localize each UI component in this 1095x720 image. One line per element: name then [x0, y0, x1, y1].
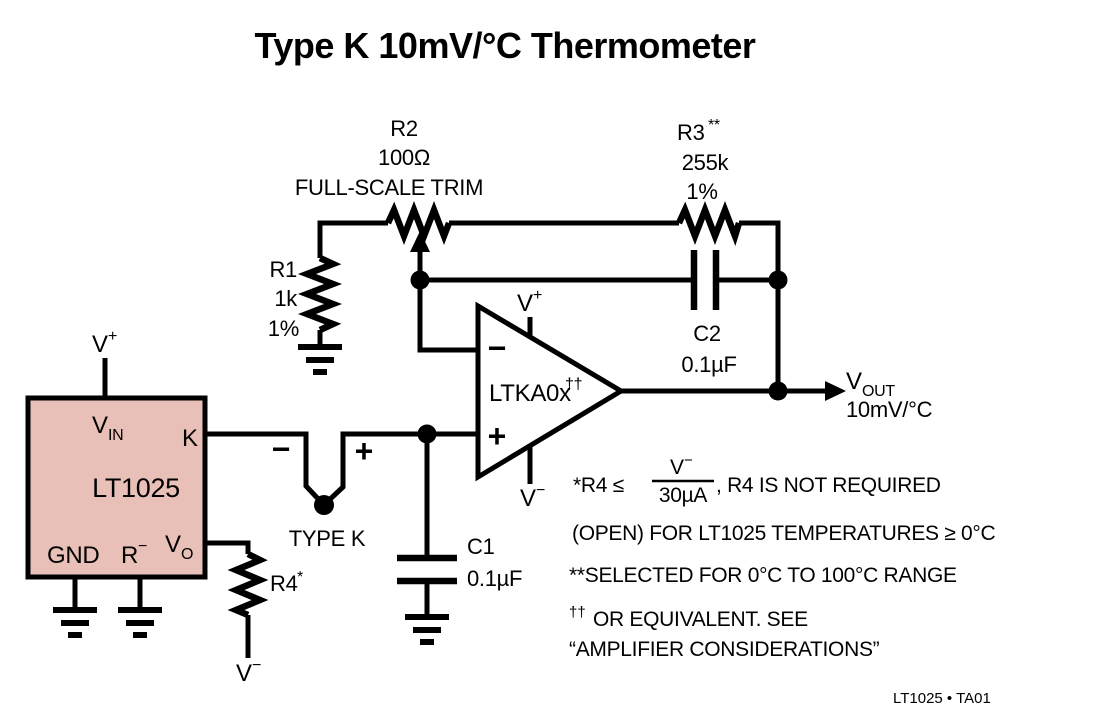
resistor-r1: R1 1k 1% [268, 255, 343, 375]
ic-lt1025: V + V IN K LT1025 GND R − V O [25, 328, 208, 638]
label-r4-ref: R4 [270, 571, 298, 596]
note-1-frac-den: 30µA [659, 484, 708, 507]
capacitor-c2: C2 0.1µF [681, 250, 788, 377]
diagram-title: Type K 10mV/°C Thermometer [255, 25, 756, 66]
label-ic-supply: V [92, 331, 108, 358]
label-r2-desc: FULL-SCALE TRIM [295, 175, 483, 200]
resistor-zigzag [297, 255, 343, 333]
label-ic-pin-vin: V [92, 412, 108, 439]
label-r1-tol: 1% [268, 316, 299, 341]
thermocouple-plus-sign: + [355, 433, 374, 469]
label-opamp-vplus: V [517, 290, 533, 317]
label-opamp-part: LTKA0x [489, 380, 571, 407]
ground-icon [118, 607, 162, 638]
label-ic-pin-vin-sub: IN [108, 427, 123, 444]
label-r4-mark: * [297, 569, 303, 586]
wire-segment [417, 280, 478, 353]
label-opamp-vplus-sup: + [533, 287, 542, 304]
label-vout-sub: OUT [862, 383, 895, 400]
wire-segment [205, 540, 251, 554]
wire-segment [739, 220, 781, 391]
label-r3-mark: ** [708, 117, 720, 134]
label-thermocouple: TYPE K [289, 526, 366, 551]
label-r3-tol: 1% [686, 179, 717, 204]
note-3: **SELECTED FOR 0°C TO 100°C RANGE [569, 564, 957, 587]
label-ic-part: LT1025 [92, 473, 180, 503]
label-opamp-vminus-sup: − [536, 482, 545, 499]
note-4: OR EQUIVALENT. SEE [593, 608, 808, 631]
thermocouple-type-k: − + TYPE K [205, 424, 478, 551]
thermocouple-minus-sign: − [272, 431, 291, 467]
capacitor-c1: C1 0.1µF [397, 434, 523, 645]
opamp-plus-input-sign: + [488, 418, 507, 454]
label-r2-ref: R2 [390, 116, 418, 141]
label-r3-value: 255k [682, 150, 730, 175]
note-4-mark: †† [569, 604, 586, 621]
ground-icon [405, 614, 449, 645]
output-node: V OUT 10mV/°C [621, 368, 933, 422]
label-c2-value: 0.1µF [681, 352, 736, 377]
resistor-r3: R3 ** 255k 1% [676, 117, 743, 246]
opamp-minus-input-sign: − [488, 330, 507, 366]
label-ic-pin-rminus-sup: − [138, 538, 147, 555]
label-r1-ref: R1 [269, 257, 297, 282]
label-ic-pin-gnd: GND [47, 542, 99, 569]
label-ic-pin-vo: V [165, 531, 181, 558]
label-vout-scale: 10mV/°C [846, 397, 933, 422]
junction-dot [410, 270, 430, 290]
note-1-pre: *R4 ≤ [573, 474, 624, 497]
wire-segment [205, 431, 324, 505]
capacitor-plates [690, 250, 720, 310]
wiper-arrow-icon [410, 231, 430, 252]
ground-icon [53, 607, 97, 638]
junction-dot [768, 381, 788, 401]
label-ic-supply-sup: + [108, 328, 117, 345]
note-1-frac-num: V [670, 456, 684, 479]
label-r3-ref: R3 [677, 120, 705, 145]
wire-wiper-node [410, 270, 691, 353]
junction-dot [768, 270, 788, 290]
label-r4-rail-sup: − [252, 657, 261, 674]
ground-icon [298, 344, 342, 375]
note-2: (OPEN) FOR LT1025 TEMPERATURES ≥ 0°C [572, 522, 996, 545]
label-c1-ref: C1 [467, 534, 495, 559]
label-opamp-vminus: V [520, 485, 536, 512]
label-c1-value: 0.1µF [467, 566, 522, 591]
label-ic-pin-k: K [182, 425, 198, 452]
label-vout: V [846, 368, 862, 395]
label-ic-pin-rminus: R [121, 542, 138, 569]
thermocouple-junction-dot [314, 495, 334, 515]
resistor-zigzag [227, 551, 269, 618]
resistor-r2-trimpot: R2 100Ω FULL-SCALE TRIM [295, 116, 483, 280]
label-opamp-part-mark: †† [565, 376, 582, 393]
opamp-ltka0x: − + LTKA0x †† V + V − [475, 287, 626, 512]
wire-feedback-top [317, 220, 781, 391]
opamp-triangle-icon [475, 301, 626, 482]
wire-segment [317, 220, 388, 258]
resistor-zigzag [676, 200, 743, 246]
wire-segment [324, 431, 478, 505]
figure-reference: LT1025 • TA01 [893, 690, 991, 707]
label-r1-value: 1k [274, 286, 298, 311]
note-1-post: , R4 IS NOT REQUIRED [716, 474, 941, 497]
note-1-frac-num-sup: − [684, 452, 693, 469]
capacitor-plates [397, 554, 457, 585]
resistor-r4: R4 * V − [205, 540, 303, 687]
label-c2-ref: C2 [693, 321, 721, 346]
ic-body [25, 395, 208, 580]
note-5: “AMPLIFIER CONSIDERATIONS” [569, 638, 880, 661]
label-ic-pin-vo-sub: O [181, 546, 193, 563]
label-r2-value: 100Ω [378, 145, 430, 170]
label-r4-rail: V [236, 660, 252, 687]
arrow-right-icon [825, 381, 846, 401]
notes: *R4 ≤ V − 30µA , R4 IS NOT REQUIRED (OPE… [569, 452, 996, 661]
resistor-zigzag [385, 200, 453, 246]
